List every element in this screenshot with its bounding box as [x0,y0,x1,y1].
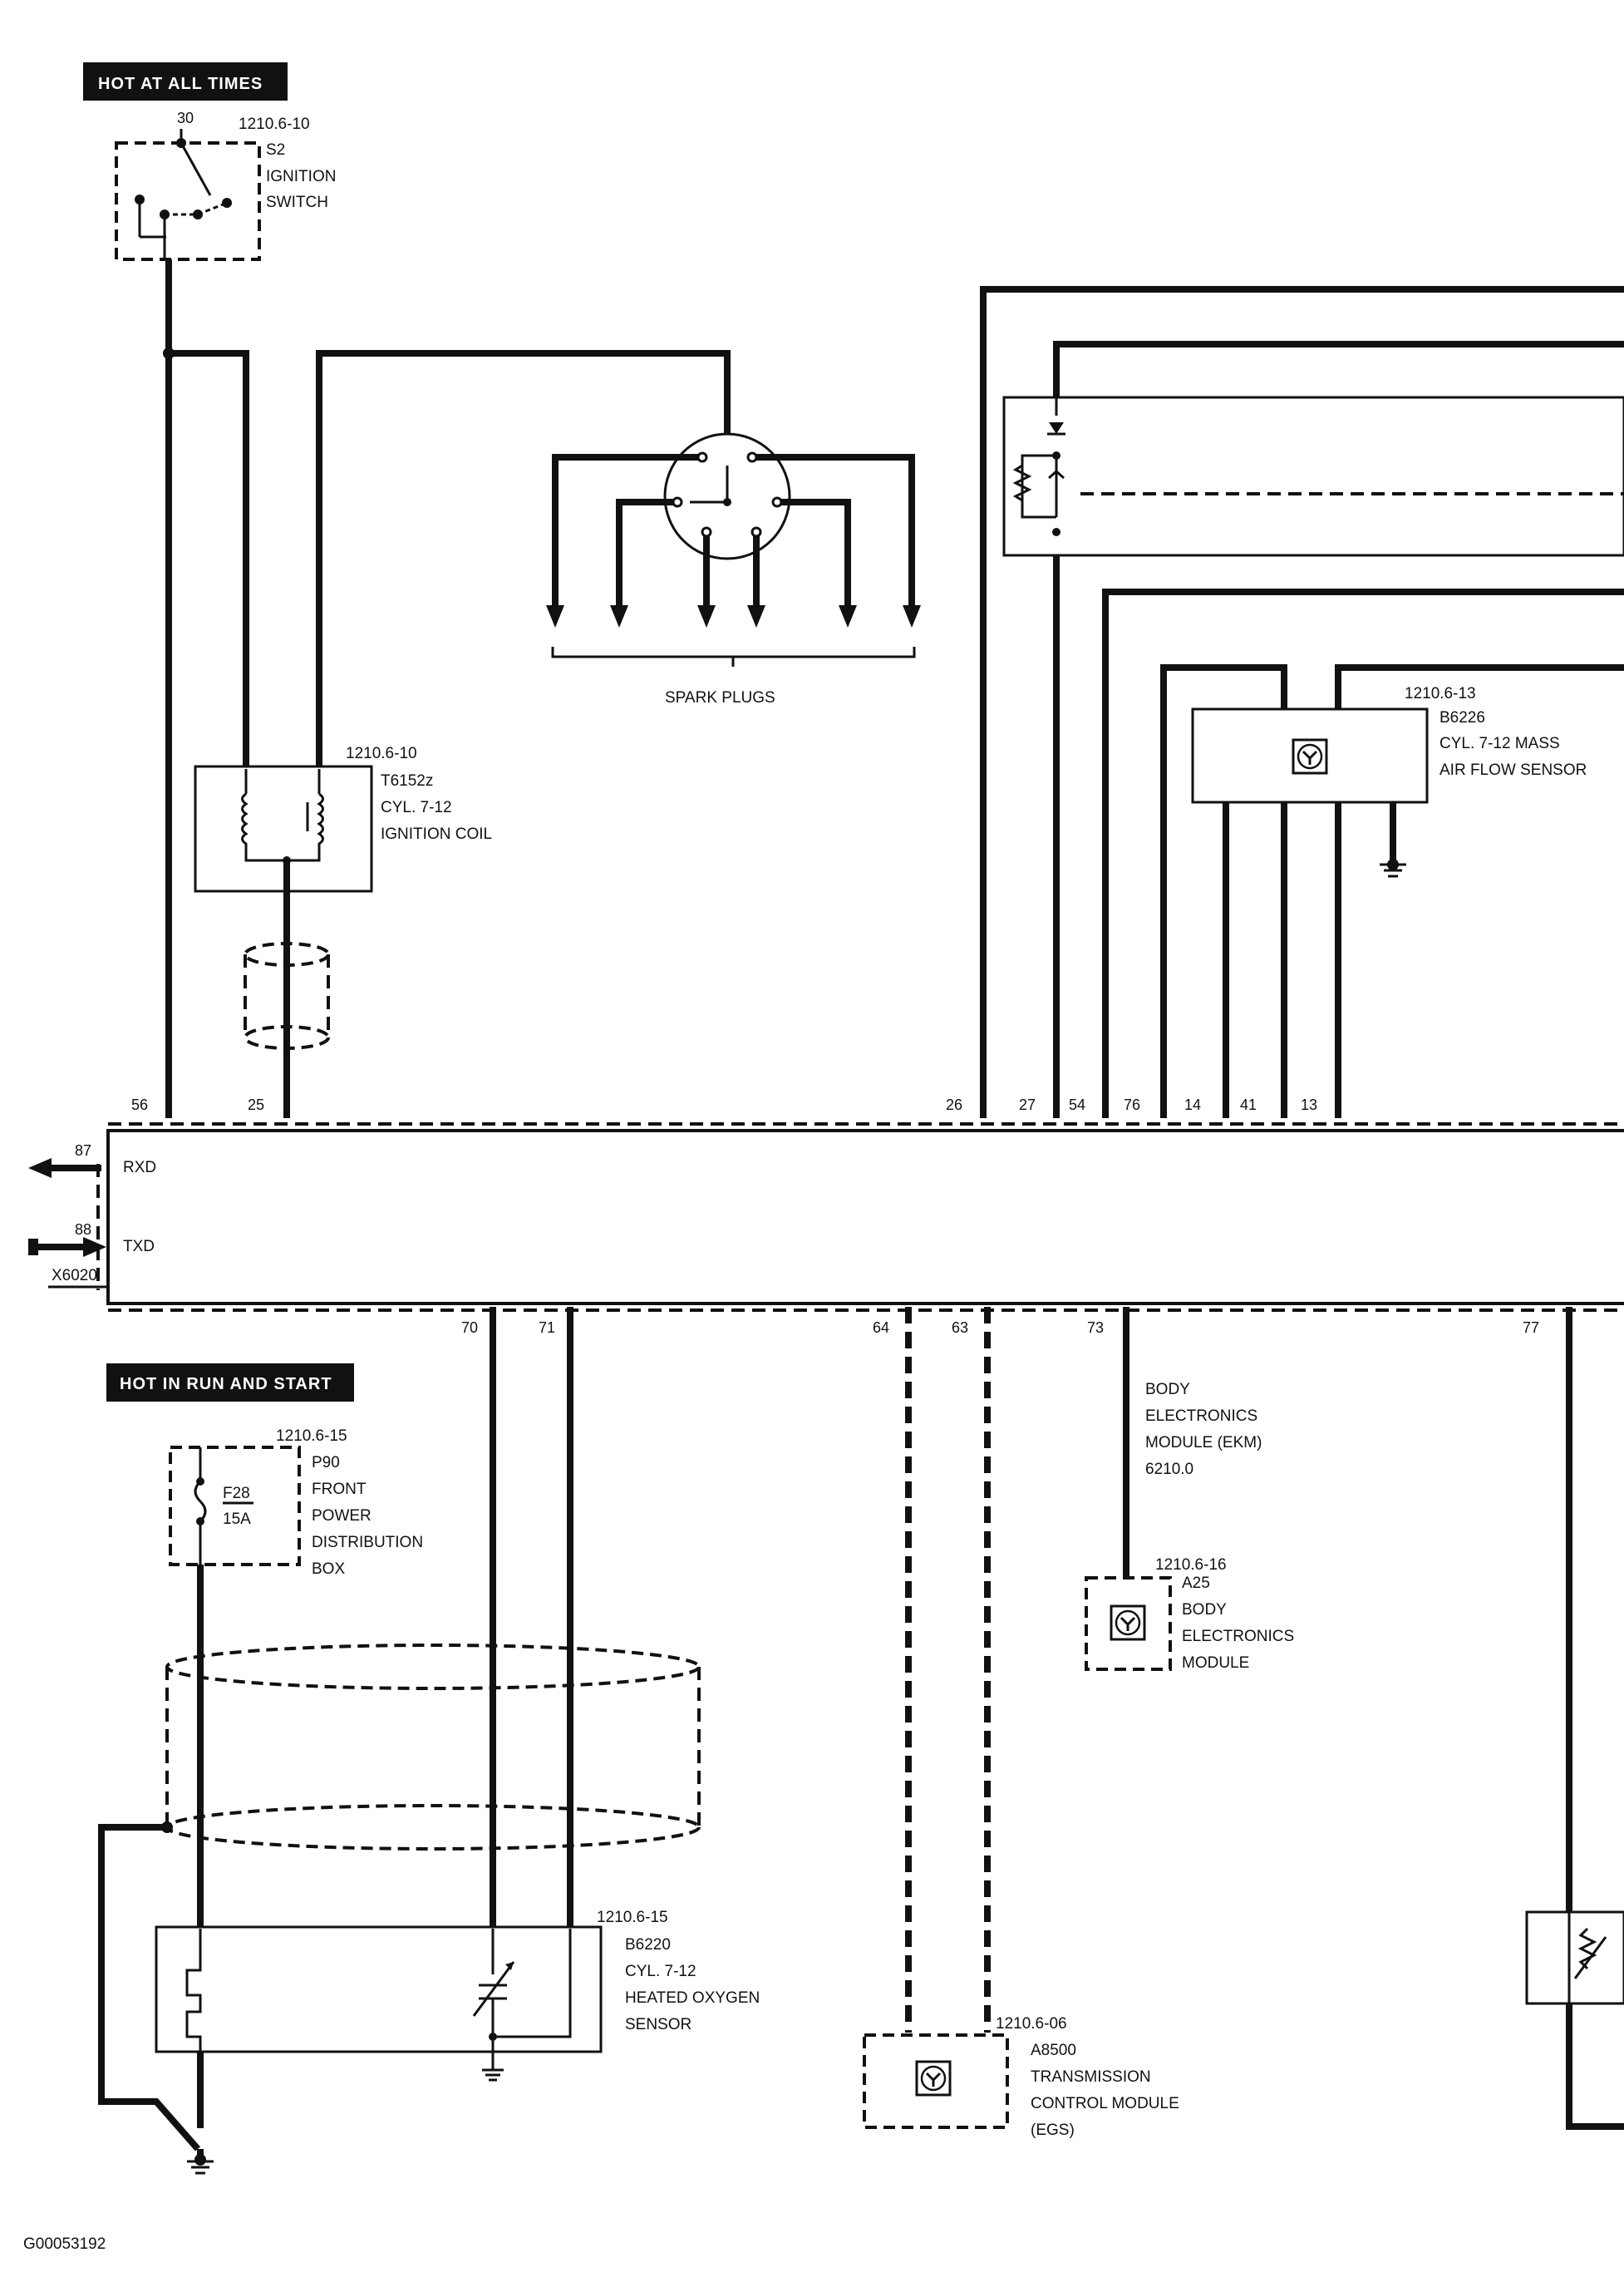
bem-ref: 1210.6-16 [1155,1556,1227,1574]
coil-lead-shield [244,942,330,1050]
ignition-switch-ref: 1210.6-10 [239,116,310,133]
spark-plug-distributor: SPARK PLUGS [546,432,921,707]
diode-resistor-element [1012,344,1065,536]
pin-87: 87 [75,1142,91,1159]
tcm-label-2: CONTROL MODULE [1031,2095,1179,2112]
ignition-coil-ref: 1210.6-10 [346,745,417,762]
pin-56: 56 [131,1097,148,1113]
pin-54: 54 [1069,1097,1085,1113]
ignition-coil-code: T6152z [381,772,433,790]
hot-in-run-start-text: HOT IN RUN AND START [120,1375,332,1393]
fuse-box-label-4: BOX [312,1560,345,1578]
ekm-note-1: BODY [1145,1381,1190,1398]
pin-77: 77 [1523,1319,1539,1336]
hot-at-all-times-header: HOT AT ALL TIMES [83,62,288,101]
right-edge-sensor [1525,1910,1624,2005]
pin-64: 64 [873,1319,889,1336]
ignition-switch-label-1: IGNITION [266,168,336,185]
ekm-note: BODY ELECTRONICS MODULE (EKM) 6210.0 [1145,1381,1262,1478]
oxygen-sensor-cable-shield [98,1644,701,2151]
pin-27: 27 [1019,1097,1036,1113]
ignition-switch: 30 1210.6-10 S2 IGNITION SWITCH [115,110,336,261]
transmission-control-module: 1210.6-06 A8500 TRANSMISSION CONTROL MOD… [863,2015,1179,2139]
pin-70: 70 [461,1319,478,1336]
oxygen-sensor-label-2: HEATED OXYGEN [625,1989,760,2007]
pin-76: 76 [1124,1097,1140,1113]
maf-label-1: CYL. 7-12 MASS [1439,735,1560,752]
ekm-note-2: ELECTRONICS [1145,1407,1257,1425]
maf-ref: 1210.6-13 [1405,685,1476,702]
ekm-note-3: MODULE (EKM) [1145,1434,1262,1451]
body-electronics-module: 1210.6-16 A25 BODY ELECTRONICS MODULE [1085,1556,1294,1672]
hot-at-all-times-text: HOT AT ALL TIMES [98,75,263,93]
txd-label: TXD [123,1238,155,1255]
oxygen-sensor-ground-icon [482,2068,504,2082]
oxygen-sensor-ref: 1210.6-15 [597,1909,668,1926]
ignition-switch-code: S2 [266,141,285,159]
power-distribution-box: F28 15A 1210.6-15 P90 FRONT POWER DISTRI… [169,1427,423,1578]
tcm-ref: 1210.6-06 [996,2015,1067,2033]
ignition-coil-label-2: IGNITION COIL [381,826,492,843]
oxygen-sensor-code: B6220 [625,1936,671,1954]
pin-14: 14 [1184,1097,1201,1113]
pin-73: 73 [1087,1319,1104,1336]
pin-26: 26 [946,1097,962,1113]
tcm-label-1: TRANSMISSION [1031,2068,1151,2086]
pin-88: 88 [75,1221,91,1238]
fuse-rating: 15A [223,1511,251,1528]
fuse-box-ref: 1210.6-15 [276,1427,347,1445]
maf-label-2: AIR FLOW SENSOR [1439,761,1587,779]
bem-label-3: MODULE [1182,1654,1249,1672]
control-module: 56 25 26 27 54 76 14 41 13 70 71 64 63 7… [28,1097,1624,1336]
bem-label-2: ELECTRONICS [1182,1628,1294,1645]
fuse-label: F28 [223,1485,250,1502]
main-ground-icon [187,2149,214,2175]
tcm-label-3: (EGS) [1031,2122,1075,2139]
heated-oxygen-sensor: 1210.6-15 B6220 CYL. 7-12 HEATED OXYGEN … [155,1909,760,2128]
ignition-switch-label-2: SWITCH [266,194,328,211]
maf-code: B6226 [1439,709,1485,727]
tcm-code: A8500 [1031,2042,1076,2059]
fuse-box-code: P90 [312,1454,340,1471]
ekm-note-4: 6210.0 [1145,1461,1193,1478]
pin-41: 41 [1240,1097,1257,1113]
oxygen-sensor-label-3: SENSOR [625,2016,691,2033]
ignition-coil: 1210.6-10 T6152z CYL. 7-12 IGNITION COIL [194,745,492,1118]
spark-plugs-label: SPARK PLUGS [665,689,775,707]
bem-code: A25 [1182,1575,1210,1592]
fuse-box-label-3: DISTRIBUTION [312,1534,423,1551]
ignition-switch-pin: 30 [177,110,194,126]
fuse-box-label-1: FRONT [312,1481,367,1498]
fuse-box-label-2: POWER [312,1507,372,1525]
hot-in-run-start-header: HOT IN RUN AND START [106,1363,354,1402]
pin-13: 13 [1301,1097,1317,1113]
pin-63: 63 [952,1319,968,1336]
oxygen-sensor-label-1: CYL. 7-12 [625,1963,696,1980]
mass-air-flow-sensor: 1210.6-13 B6226 CYL. 7-12 MASS AIR FLOW … [1191,685,1587,1118]
bem-label-1: BODY [1182,1601,1227,1619]
maf-ground-icon [1380,859,1406,878]
connector-label: X6020 [52,1267,97,1284]
pin-71: 71 [539,1319,555,1336]
pin-25: 25 [248,1097,264,1113]
rxd-label: RXD [123,1159,156,1176]
figure-id: G00053192 [23,2235,106,2253]
ignition-coil-label-1: CYL. 7-12 [381,799,452,816]
